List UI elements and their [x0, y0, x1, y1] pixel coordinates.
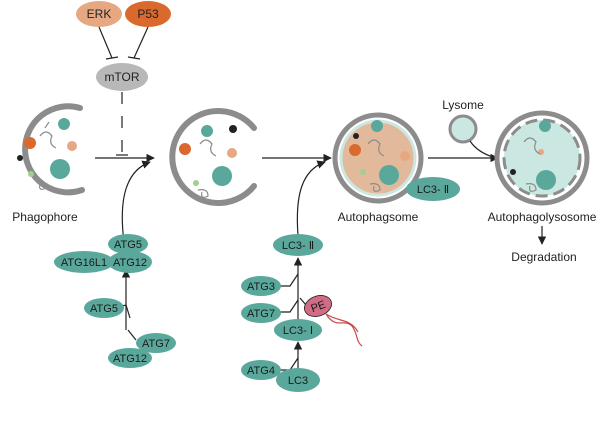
- atg7-label: ATG7: [142, 338, 170, 350]
- lc3-pathway: LC3- Ⅱ ATG3 ATG7 LC3- Ⅰ ATG4 LC3 PE: [241, 160, 363, 392]
- p53-node: P53: [125, 1, 171, 27]
- p53-label: P53: [137, 7, 159, 21]
- lc3-ii-marker-label: LC3- Ⅱ: [417, 184, 449, 196]
- atg12-label: ATG12: [113, 353, 147, 365]
- atg12-complex-label: ATG12: [113, 257, 147, 269]
- lysosome-label: Lysome: [442, 98, 484, 112]
- lc3-i-label: LC3- Ⅰ: [283, 325, 313, 337]
- lysosome-fusion-line: [469, 140, 497, 159]
- atg7-lc3-label: ATG7: [247, 308, 275, 320]
- atg12-pathway: ATG5 ATG16L1 ATG12 ATG5 ATG7 ATG12: [54, 160, 176, 368]
- autophagosome-label: Autophagsome: [338, 210, 419, 224]
- lc3-label: LC3: [288, 375, 308, 387]
- lc3-ii-label: LC3- Ⅱ: [282, 240, 314, 252]
- atg3-label: ATG3: [247, 281, 275, 293]
- atg5-top-label: ATG5: [114, 239, 142, 251]
- erk-node: ERK: [76, 1, 122, 27]
- erk-label: ERK: [87, 7, 112, 21]
- lc3-ii-marker: LC3- Ⅱ: [406, 177, 460, 201]
- degradation-label: Degradation: [511, 250, 576, 264]
- pe-lipid: PE: [304, 295, 363, 347]
- autophagosome: Autophagsome: [332, 112, 424, 224]
- phagophore-label: Phagophore: [12, 210, 78, 224]
- inhibition-edges: [98, 26, 149, 156]
- pe-label: PE: [309, 299, 327, 315]
- expanding-phagophore: [169, 108, 257, 206]
- phagophore-membrane: [22, 103, 85, 196]
- atg4-label: ATG4: [247, 365, 275, 377]
- atg5-label: ATG5: [90, 303, 118, 315]
- autophagolysosome-label: Autophagolysosome: [488, 210, 597, 224]
- lysosome: Lysome: [442, 98, 484, 144]
- atg16l1-label: ATG16L1: [61, 257, 107, 269]
- phagophore: Phagophore: [12, 103, 85, 224]
- mtor-label: mTOR: [104, 70, 139, 84]
- mtor-node: mTOR: [96, 63, 148, 91]
- autophagolysosome: Autophagolysosome: [488, 110, 597, 224]
